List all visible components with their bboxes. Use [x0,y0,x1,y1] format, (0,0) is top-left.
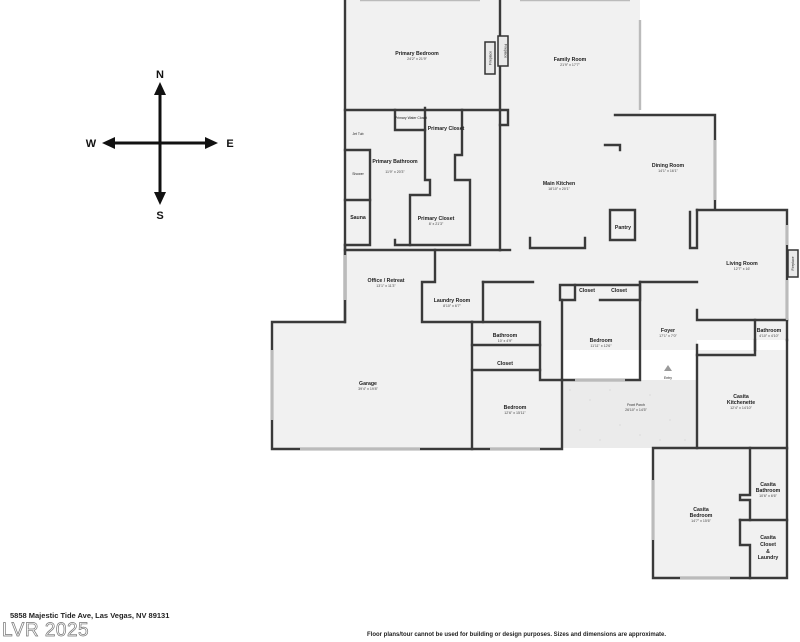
room-primary-closet-2-name: Primary Closet [418,216,455,222]
disclaimer: Floor plans/tour cannot be used for buil… [367,632,667,638]
fireplace-primary: Fireplace [484,41,496,75]
room-dining-room-name: Dining Room [652,163,685,169]
compass-south: S [156,210,163,222]
room-pantry-name: Pantry [615,225,631,231]
room-living-room-name: Living Room [726,261,758,267]
room-front-porch-dims: 26'10" x 14'5" [625,408,647,412]
room-casita-kitchenette-name: Casita [733,394,749,400]
room-main-kitchen-name: Main Kitchen [543,181,575,187]
room-primary-bedroom-name: Primary Bedroom [395,51,439,57]
room-garage-dims: 39'4" x 19'8" [358,387,378,391]
room-front-porch-name: Front Porch [627,403,645,407]
room-main-kitchen-dims: 18'10" x 20'1" [548,187,570,191]
room-sauna-name: Sauna [350,215,366,221]
room-primary-bathroom-dims: 11'9" x 20'3" [385,170,405,174]
room-casita-bedroom-name: Casita [693,507,709,513]
porch-dots [569,389,686,441]
room-primary-closet-2-dims: 8' x 21'3" [429,222,444,226]
room-shower-name: Shower [352,172,364,176]
room-family-room-name: Family Room [554,57,587,63]
fireplace-family: Fireplace [497,35,509,67]
room-casita-bathroom-name: Casita [760,482,776,488]
room-casita-bathroom-name-2: Bathroom [756,488,781,494]
compass-north: N [156,69,164,81]
room-casita-kitchenette-name-2: Kitchenette [727,400,755,406]
fireplace-label-1: Fireplace [489,51,493,65]
compass-east: E [226,138,233,150]
room-bathroom-living-dims: 4'10" x 4'10" [759,334,779,338]
room-dining-room-dims: 14'1" x 16'1" [658,169,678,173]
room-foyer-name: Foyer [661,328,675,334]
room-entry-name: Entry [664,376,672,380]
room-casita-closet-name-3: & [766,549,770,555]
room-casita-bedroom-dims: 14'7" x 15'6" [691,519,711,523]
room-bedroom-center-dims: 11'11" x 12'6" [590,344,612,348]
fireplace-label-3: Fireplace [791,256,795,270]
room-primary-bedroom-dims: 24'2" x 21'9" [407,57,427,61]
room-jet-tub-name: Jet Tub [352,132,363,136]
floor-fill [272,0,787,578]
room-closet-a-name: Closet [579,288,595,294]
room-closet-b-name: Closet [611,288,627,294]
room-office-dims: 13'1" x 11'3" [376,284,396,288]
entry-arrow-icon [664,365,672,371]
room-laundry-dims: 8'10" x 6'7" [443,304,461,308]
property-address: 5858 Majestic Tide Ave, Las Vegas, NV 89… [10,611,170,620]
compass-west: W [86,138,97,150]
room-foyer-dims: 17'1" x 7'0" [659,334,677,338]
room-primary-water-closet-name: Primary Water Closet [395,116,427,120]
room-bathroom-hall-name: Bathroom [493,333,518,339]
room-bathroom-hall-dims: 10' x 4'9" [498,339,513,343]
room-office-name: Office / Retreat [368,278,405,284]
watermark: LVR 2025 [2,620,90,642]
room-bedroom-south-dims: 12'6" x 15'11" [504,411,526,415]
room-primary-closet-name: Primary Closet [428,126,465,132]
room-bedroom-south-name: Bedroom [504,405,527,411]
room-casita-bathroom-dims: 10'6" x 6'6" [759,494,777,498]
fireplace-label-2: Fireplace [504,44,508,58]
room-casita-bedroom-name-2: Bedroom [690,513,713,519]
room-living-room-dims: 12'7" x 16' [734,267,751,271]
room-bedroom-center-name: Bedroom [590,338,613,344]
windows [270,0,789,580]
room-laundry-name: Laundry Room [434,298,471,304]
compass [102,82,218,205]
room-closet-hall-name: Closet [497,361,513,367]
fireplace-living: Fireplace [787,249,799,278]
room-family-room-dims: 21'9" x 17'7" [560,63,580,67]
room-garage-name: Garage [359,381,377,387]
room-casita-closet-name-2: Closet [760,542,776,548]
room-casita-closet-name: Casita [760,535,776,541]
room-bathroom-living-name: Bathroom [757,328,782,334]
porch-area [562,380,697,448]
room-casita-kitchenette-dims: 12'4" x 14'10" [730,406,752,410]
room-primary-bathroom-name: Primary Bathroom [372,159,418,165]
room-casita-closet-name-4: Laundry [758,555,779,561]
